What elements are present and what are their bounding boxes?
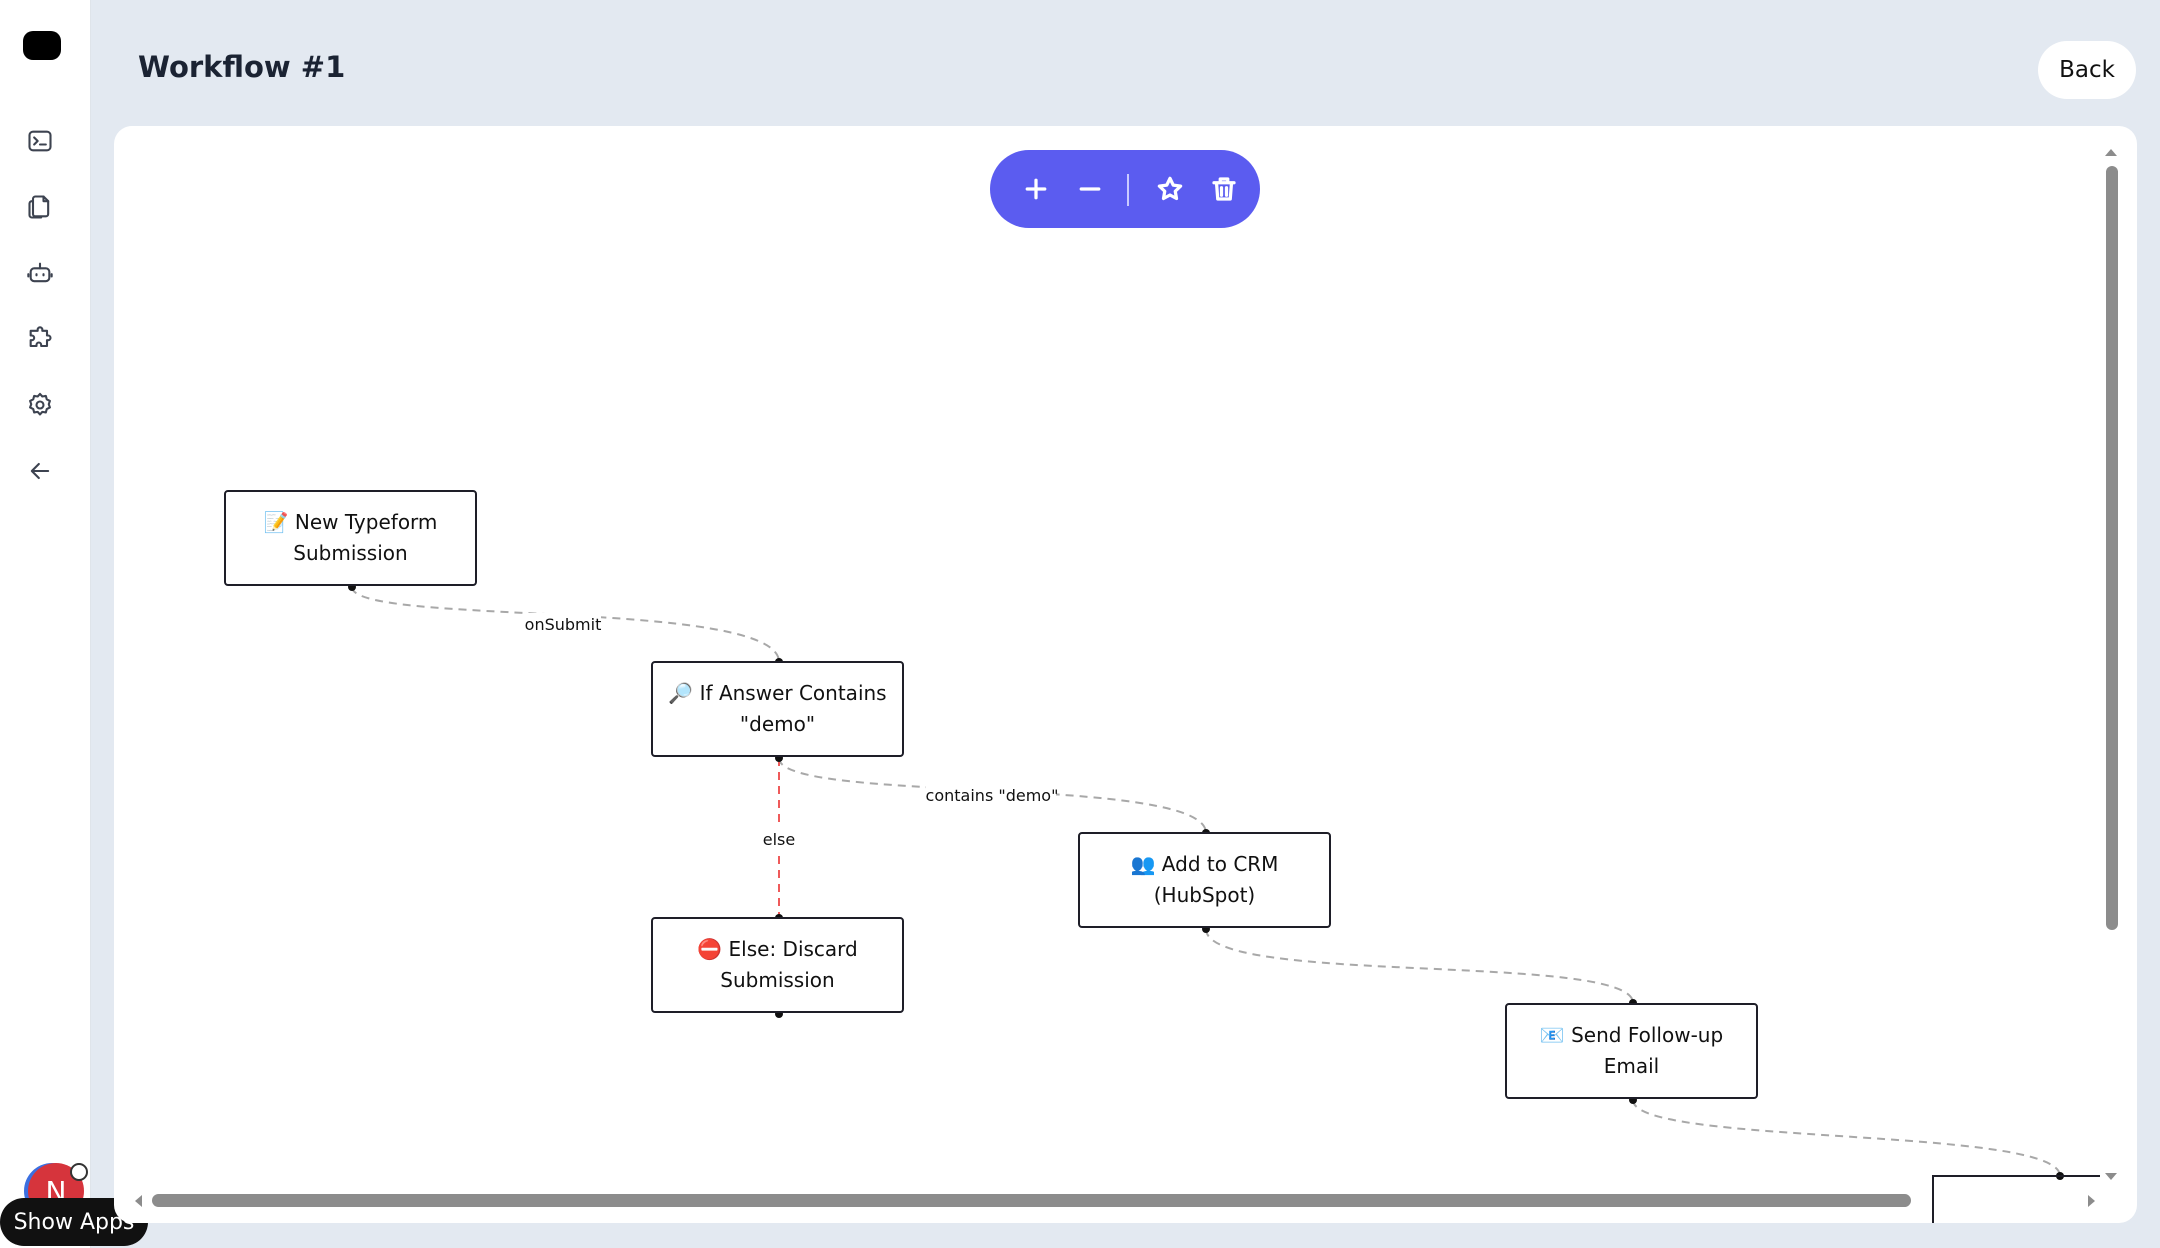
edge-label-onsubmit: onSubmit — [525, 615, 602, 634]
node-label: 📝 New Typeform — [263, 510, 438, 534]
delete-button[interactable] — [1202, 167, 1246, 211]
node-label: "demo" — [739, 712, 816, 736]
node-if-answer-contains-demo[interactable]: 🔎 If Answer Contains "demo" — [651, 661, 904, 757]
node-label: (HubSpot) — [1153, 883, 1256, 907]
minus-icon — [1079, 187, 1101, 191]
app-logo[interactable] — [23, 31, 61, 60]
notification-dot — [70, 1163, 88, 1181]
puzzle-icon[interactable] — [23, 322, 57, 356]
arrow-left-icon[interactable] — [23, 454, 57, 488]
canvas-toolbar — [990, 150, 1260, 228]
scroll-left-arrow-icon[interactable] — [132, 1193, 144, 1209]
toolbar-divider — [1127, 174, 1129, 206]
zoom-out-button[interactable] — [1068, 167, 1112, 211]
edge-onsubmit — [351, 586, 780, 663]
scroll-right-arrow-icon[interactable] — [2086, 1193, 2098, 1209]
page-title: Workflow #1 — [138, 50, 346, 84]
plus-icon — [1025, 178, 1047, 200]
terminal-icon[interactable] — [23, 124, 57, 158]
gear-icon[interactable] — [23, 388, 57, 422]
edge-contains-demo — [778, 757, 1207, 834]
favorite-button[interactable] — [1148, 167, 1192, 211]
scroll-down-arrow-icon[interactable] — [2103, 1171, 2119, 1183]
back-button[interactable]: Back — [2038, 41, 2136, 99]
star-icon — [1157, 176, 1183, 201]
edge-crm-to-email — [1205, 928, 1634, 1004]
node-partial — [1932, 1175, 2100, 1223]
documents-icon[interactable] — [23, 190, 57, 224]
horizontal-scroll-thumb[interactable] — [152, 1194, 1911, 1207]
node-label: 👥 Add to CRM — [1130, 852, 1279, 876]
trash-icon — [1212, 177, 1236, 201]
node-add-to-crm[interactable]: 👥 Add to CRM (HubSpot) — [1078, 832, 1331, 928]
edge-email-to-next — [1632, 1099, 2061, 1177]
node-label: Submission — [293, 541, 408, 565]
node-label: Submission — [720, 968, 835, 992]
workflow-edges: onSubmit contains "demo" else — [348, 583, 2100, 1223]
node-label: 🔎 If Answer Contains — [668, 681, 887, 705]
node-label: 📧 Send Follow-up — [1539, 1023, 1724, 1047]
show-apps-button[interactable]: Show Apps — [0, 1198, 148, 1246]
zoom-in-button[interactable] — [1014, 167, 1058, 211]
sidebar — [0, 0, 91, 1248]
vertical-scroll-thumb[interactable] — [2106, 166, 2118, 930]
edge-label-contains-demo: contains "demo" — [926, 786, 1059, 805]
workflow-canvas[interactable]: onSubmit contains "demo" else — [114, 126, 2137, 1223]
node-label: ⛔ Else: Discard — [697, 937, 858, 961]
scroll-up-arrow-icon[interactable] — [2103, 146, 2119, 158]
edge-label-else: else — [763, 830, 795, 849]
robot-icon[interactable] — [23, 256, 57, 290]
node-label: Email — [1603, 1054, 1660, 1078]
